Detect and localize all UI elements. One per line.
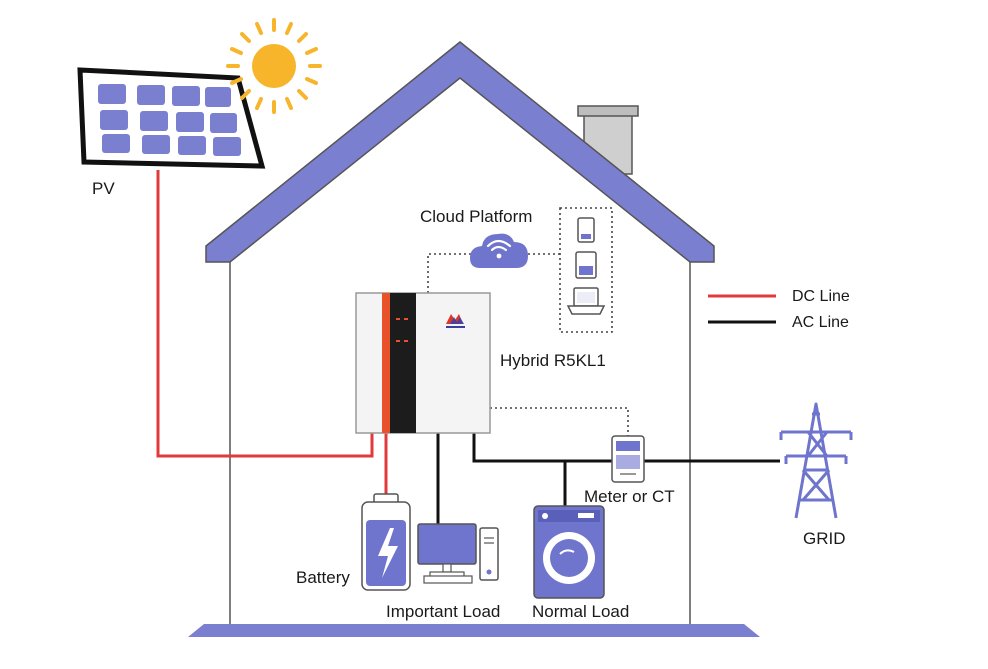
important-load-label: Important Load <box>386 602 500 621</box>
devices-box <box>559 207 613 333</box>
tablet-icon <box>575 251 597 279</box>
power-tower-icon <box>779 402 853 519</box>
desktop-computer-icon <box>417 523 499 584</box>
comm-line-meter <box>490 407 629 436</box>
cloud-platform-label: Cloud Platform <box>420 207 532 226</box>
cloud-wifi-icon <box>470 233 528 268</box>
grid-label: GRID <box>803 529 846 548</box>
comm-line-cloud <box>427 253 474 293</box>
washing-machine-icon <box>533 505 605 599</box>
normal-load-label: Normal Load <box>532 602 629 621</box>
house-walls <box>229 256 691 624</box>
chimney-cap <box>577 105 639 117</box>
house-ground <box>188 624 760 637</box>
hybrid-inverter <box>355 292 491 434</box>
meter-label: Meter or CT <box>584 487 675 506</box>
house-roof <box>205 41 715 263</box>
battery-icon <box>361 493 411 591</box>
inverter-label: Hybrid R5KL1 <box>500 351 606 370</box>
phone-icon <box>577 217 595 243</box>
solar-panel-icon <box>77 67 266 169</box>
dc-line-pv <box>156 170 374 458</box>
sun-icon <box>226 18 322 114</box>
brand-logo <box>446 314 465 328</box>
legend-ac-label: AC Line <box>792 314 849 331</box>
battery-label: Battery <box>296 568 350 587</box>
ac-line-grid <box>472 432 780 463</box>
pv-label: PV <box>92 179 115 198</box>
laptop-icon <box>566 287 606 315</box>
meter-icon <box>611 435 645 483</box>
legend-dc-label: DC Line <box>792 288 850 305</box>
